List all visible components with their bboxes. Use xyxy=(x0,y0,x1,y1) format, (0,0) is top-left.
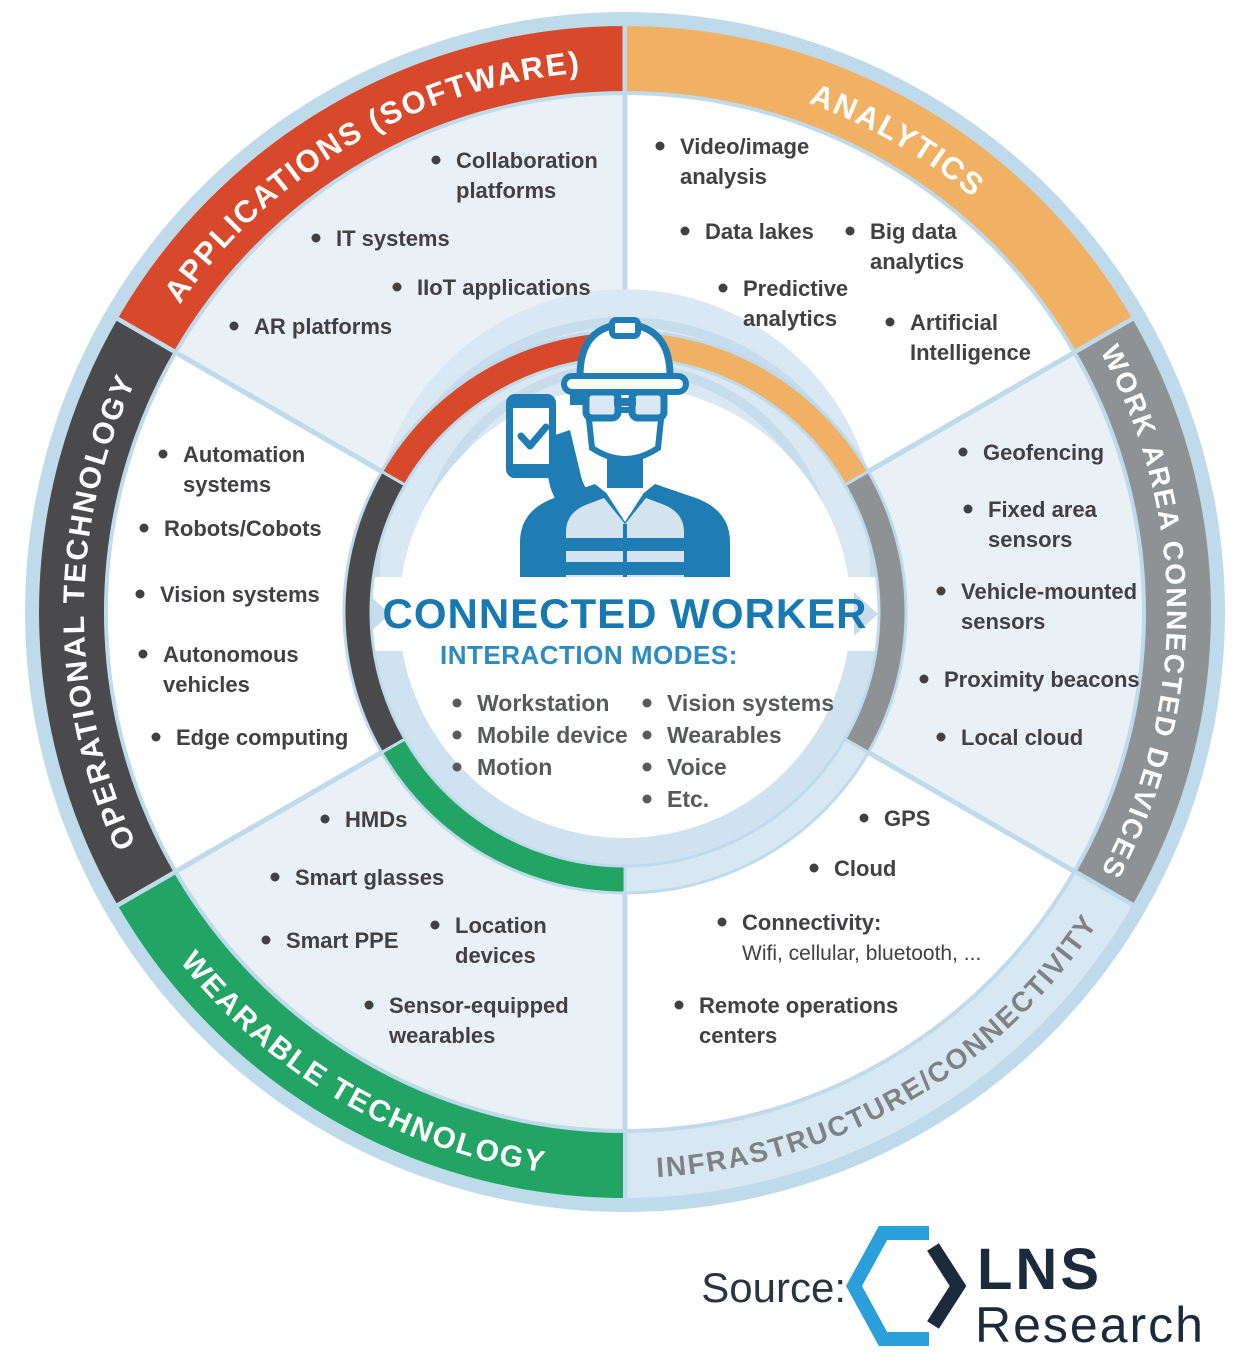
bullet-dot xyxy=(151,732,161,742)
sector-item: Data lakes xyxy=(705,219,814,244)
source-label: Source: xyxy=(701,1264,846,1311)
interaction-mode-item: Wearables xyxy=(667,722,782,748)
bullet-dot xyxy=(431,155,441,165)
banner-chevron-right-icon xyxy=(854,592,878,636)
bullet-dot xyxy=(845,226,855,236)
inner-ring-operational xyxy=(342,469,408,755)
bullet-dot xyxy=(958,447,968,457)
sector-item: Robots/Cobots xyxy=(164,516,322,541)
sector-item: Cloud xyxy=(834,856,896,881)
bullet-dot xyxy=(963,504,973,514)
bullet-dot xyxy=(452,730,462,740)
interaction-modes-heading: INTERACTION MODES: xyxy=(440,640,738,670)
bullet-dot xyxy=(135,589,145,599)
bullet-dot xyxy=(261,935,271,945)
sector-item: IIoT applications xyxy=(417,275,591,300)
sector-item: Local cloud xyxy=(961,725,1083,750)
interaction-mode-item: Mobile device xyxy=(477,722,628,748)
bullet-dot xyxy=(642,730,652,740)
bullet-dot xyxy=(885,317,895,327)
smart-glasses-icon xyxy=(570,388,668,422)
bullet-dot xyxy=(320,814,330,824)
bullet-dot xyxy=(809,863,819,873)
bullet-dot xyxy=(718,283,728,293)
bullet-dot xyxy=(452,762,462,772)
lns-research-logo xyxy=(846,1226,967,1346)
bullet-dot xyxy=(919,674,929,684)
connected-worker-icon xyxy=(506,317,730,577)
bullet-dot xyxy=(229,321,239,331)
bullet-dot xyxy=(364,1000,374,1010)
sector-item: Edge computing xyxy=(176,725,348,750)
bullet-dot xyxy=(717,917,727,927)
bullet-dot xyxy=(642,794,652,804)
interaction-mode-item: Etc. xyxy=(667,786,709,812)
bullet-dot xyxy=(680,226,690,236)
sector-item: Geofencing xyxy=(983,440,1104,465)
brand-research: Research xyxy=(975,1297,1205,1353)
sector-item: HMDs xyxy=(345,807,407,832)
sector-item: Proximity beacons xyxy=(944,667,1140,692)
sector-item: Vision systems xyxy=(160,582,320,607)
bullet-dot xyxy=(674,1000,684,1010)
lns-logo-chevron-icon xyxy=(927,1243,967,1329)
bullet-dot xyxy=(452,698,462,708)
interaction-mode-item: Vision systems xyxy=(667,690,834,716)
sector-band-operational xyxy=(35,315,179,909)
bullet-dot xyxy=(859,813,869,823)
interaction-mode-item: Workstation xyxy=(477,690,609,716)
bullet-dot xyxy=(655,141,665,151)
hard-hat-icon xyxy=(561,317,689,395)
interaction-mode-item: Voice xyxy=(667,754,727,780)
interaction-mode-item: Motion xyxy=(477,754,552,780)
bullet-dot xyxy=(138,649,148,659)
sector-item: GPS xyxy=(884,806,930,831)
bullet-dot xyxy=(642,762,652,772)
bullet-dot xyxy=(139,523,149,533)
sector-item: AR platforms xyxy=(254,314,392,339)
bullet-dot xyxy=(158,449,168,459)
bullet-dot xyxy=(430,920,440,930)
bullet-dot xyxy=(392,282,402,292)
center-title: CONNECTED WORKER xyxy=(383,590,868,637)
sector-item: Smart PPE xyxy=(286,928,399,953)
bullet-dot xyxy=(311,233,321,243)
brand-lns: LNS xyxy=(977,1237,1102,1302)
sector-item: Connectivity:Wifi, cellular, bluetooth, … xyxy=(742,910,981,965)
sector-item: IT systems xyxy=(336,226,450,251)
smartphone-check-icon xyxy=(506,394,556,478)
sector-item: Smart glasses xyxy=(295,865,444,890)
center-banner xyxy=(371,577,879,651)
lns-logo-hexagon-icon xyxy=(846,1226,929,1346)
bullet-dot xyxy=(270,872,280,882)
bullet-dot xyxy=(936,732,946,742)
bullet-dot xyxy=(642,698,652,708)
bullet-dot xyxy=(936,586,946,596)
